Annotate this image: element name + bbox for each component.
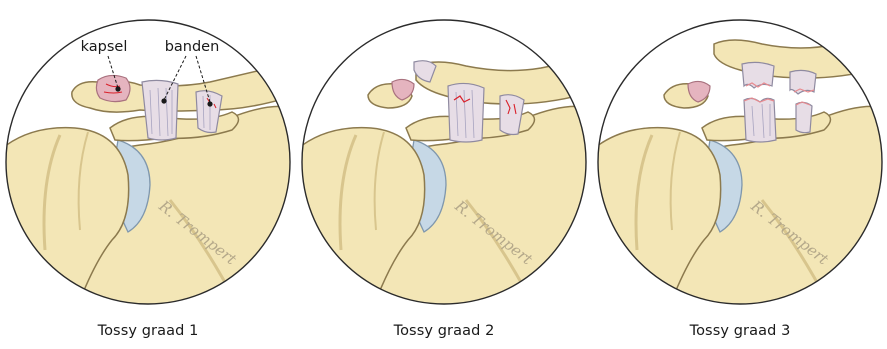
shoulder-illustration-grade-3: R. Trompert: [592, 0, 887, 320]
caption-grade-3: Tossy graad 3: [592, 323, 887, 339]
label-capsule: kapsel: [81, 39, 128, 55]
ligament-stub-lower: [744, 98, 776, 142]
capsule-marker: [115, 86, 120, 91]
capsule: [96, 75, 130, 101]
ligament-marker-2: [207, 101, 212, 106]
ligament-marker-1: [161, 98, 166, 103]
panel-grade-1: R. Trompert kapsel banden Tossy graad 1: [0, 0, 296, 349]
ligament-stub-upper: [742, 62, 774, 88]
caption-grade-1: Tossy graad 1: [0, 323, 296, 339]
panel-grade-2: R. Trompert Tossy graad 2: [296, 0, 592, 349]
label-ligaments: banden: [165, 39, 220, 55]
panel-grade-3: R. Trompert Tossy graad 3: [592, 0, 887, 349]
shoulder-illustration-grade-1: R. Trompert kapsel banden: [0, 0, 296, 320]
shoulder-illustration-grade-2: R. Trompert: [296, 0, 592, 320]
caption-grade-2: Tossy graad 2: [296, 323, 592, 339]
